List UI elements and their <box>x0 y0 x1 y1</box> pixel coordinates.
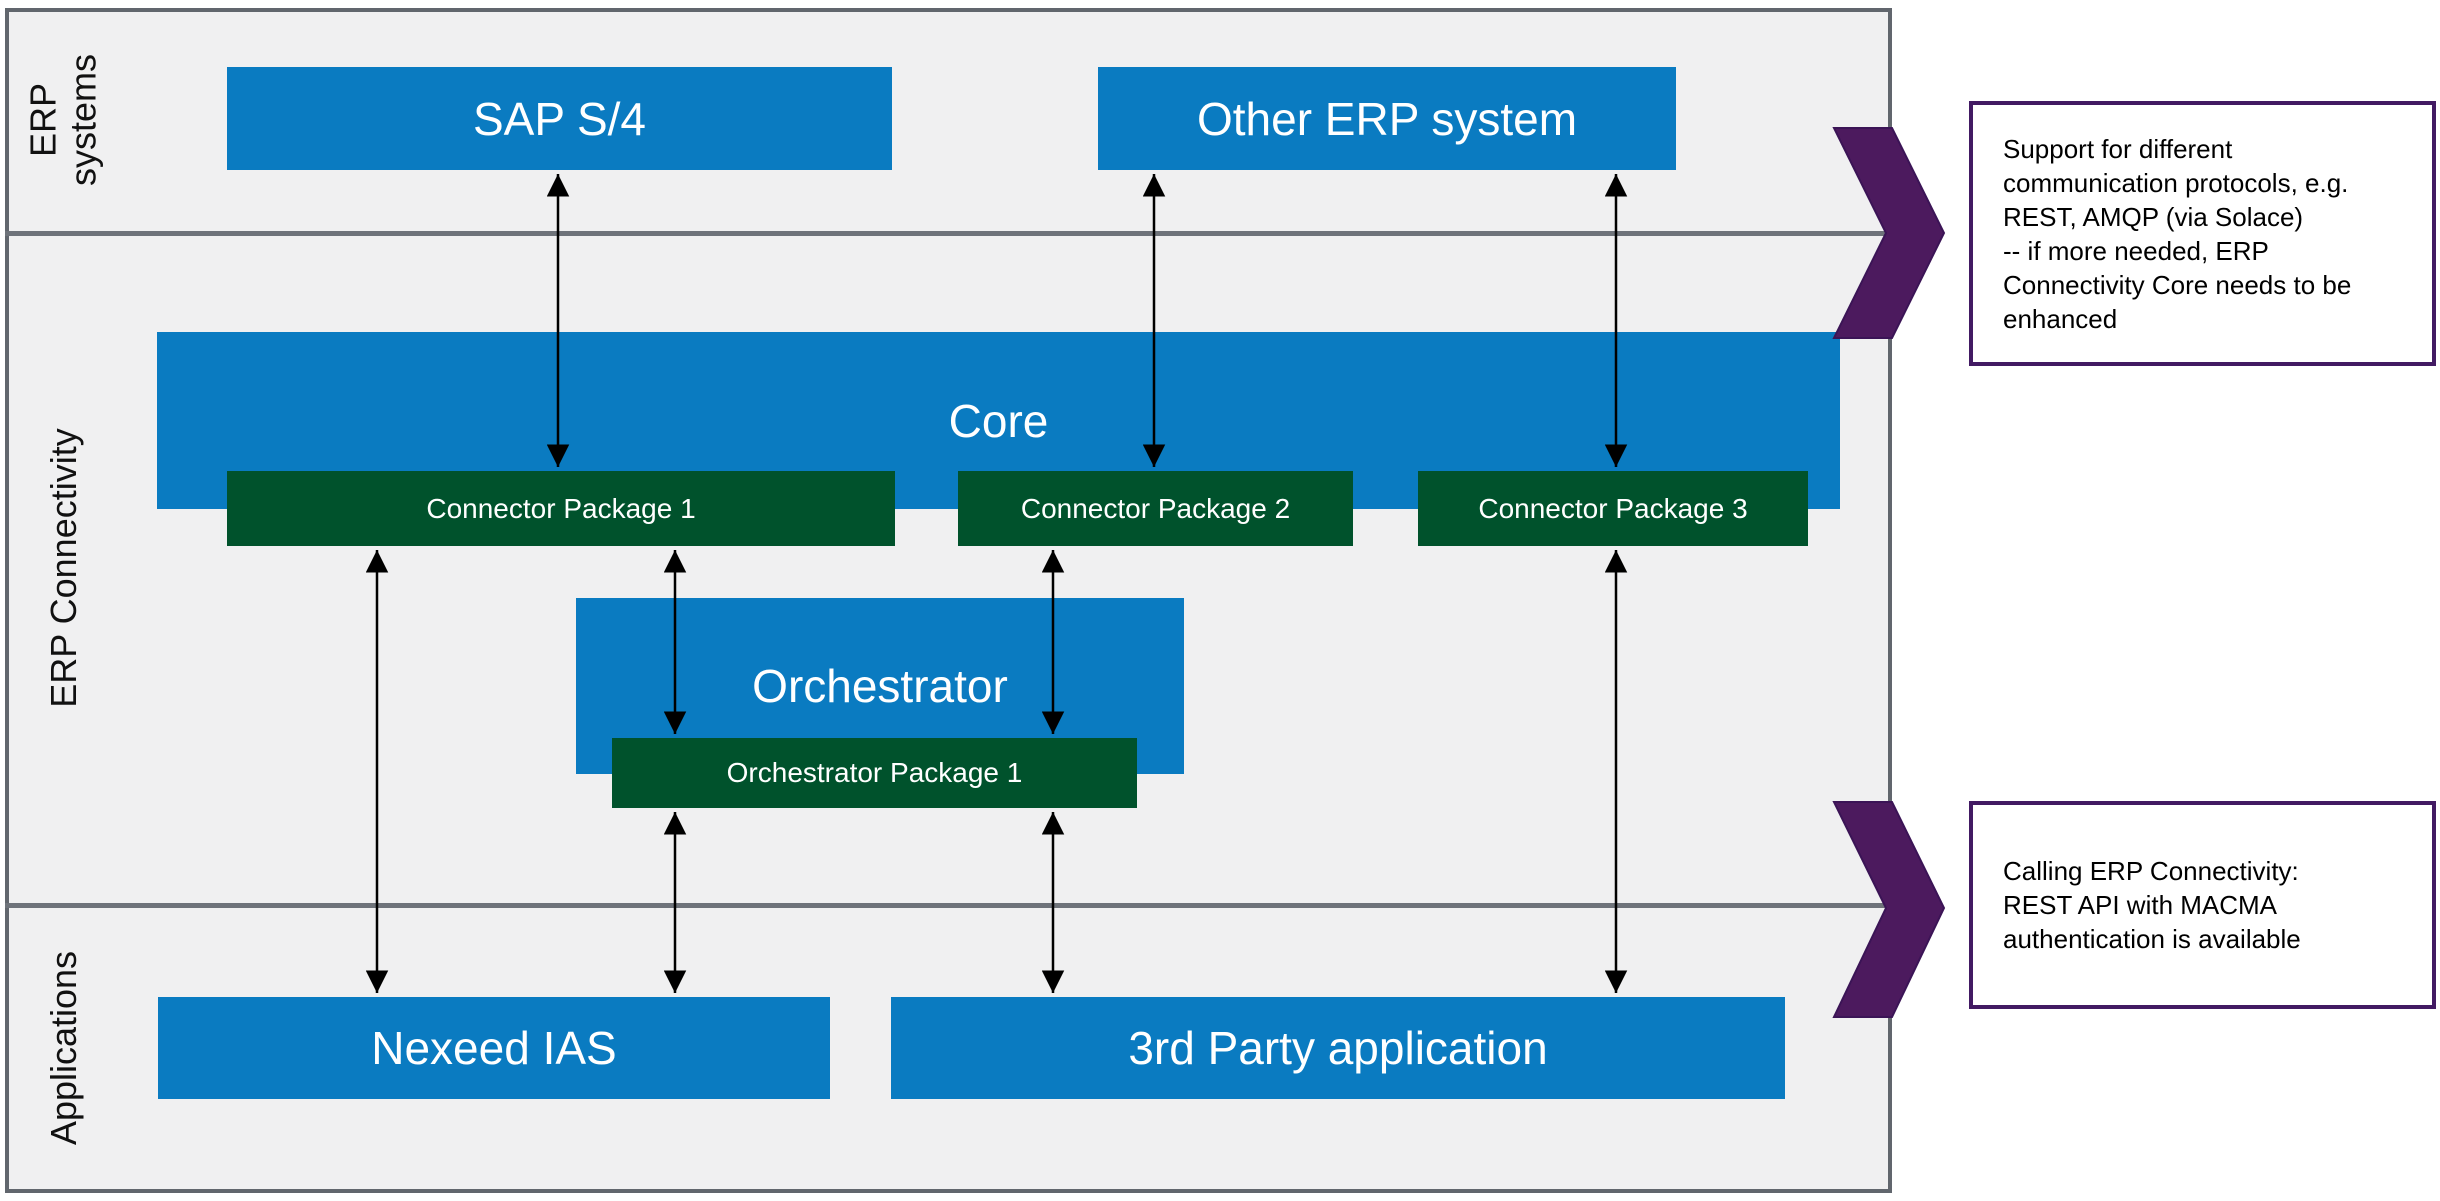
lane-divider-top <box>5 231 1892 236</box>
callout-rest-api-text: Calling ERP Connectivity: REST API with … <box>2003 856 2301 954</box>
box-connector-package-2: Connector Package 2 <box>958 471 1353 546</box>
box-3rd-party-application: 3rd Party application <box>891 997 1785 1099</box>
callout-rest-api: Calling ERP Connectivity: REST API with … <box>1969 801 2436 1009</box>
box-orchestrator-package-1: Orchestrator Package 1 <box>612 738 1137 808</box>
box-sap-s4: SAP S/4 <box>227 67 892 170</box>
box-connector-package-1: Connector Package 1 <box>227 471 895 546</box>
box-connector-package-3: Connector Package 3 <box>1418 471 1808 546</box>
callout-protocol-support: Support for different communication prot… <box>1969 101 2436 366</box>
lane-label-applications: Applications <box>42 950 84 1146</box>
callout-protocol-support-text: Support for different communication prot… <box>2003 133 2352 334</box>
lane-divider-bottom <box>5 903 1892 908</box>
box-other-erp-system: Other ERP system <box>1098 67 1676 170</box>
box-nexeed-ias: Nexeed IAS <box>158 997 830 1099</box>
